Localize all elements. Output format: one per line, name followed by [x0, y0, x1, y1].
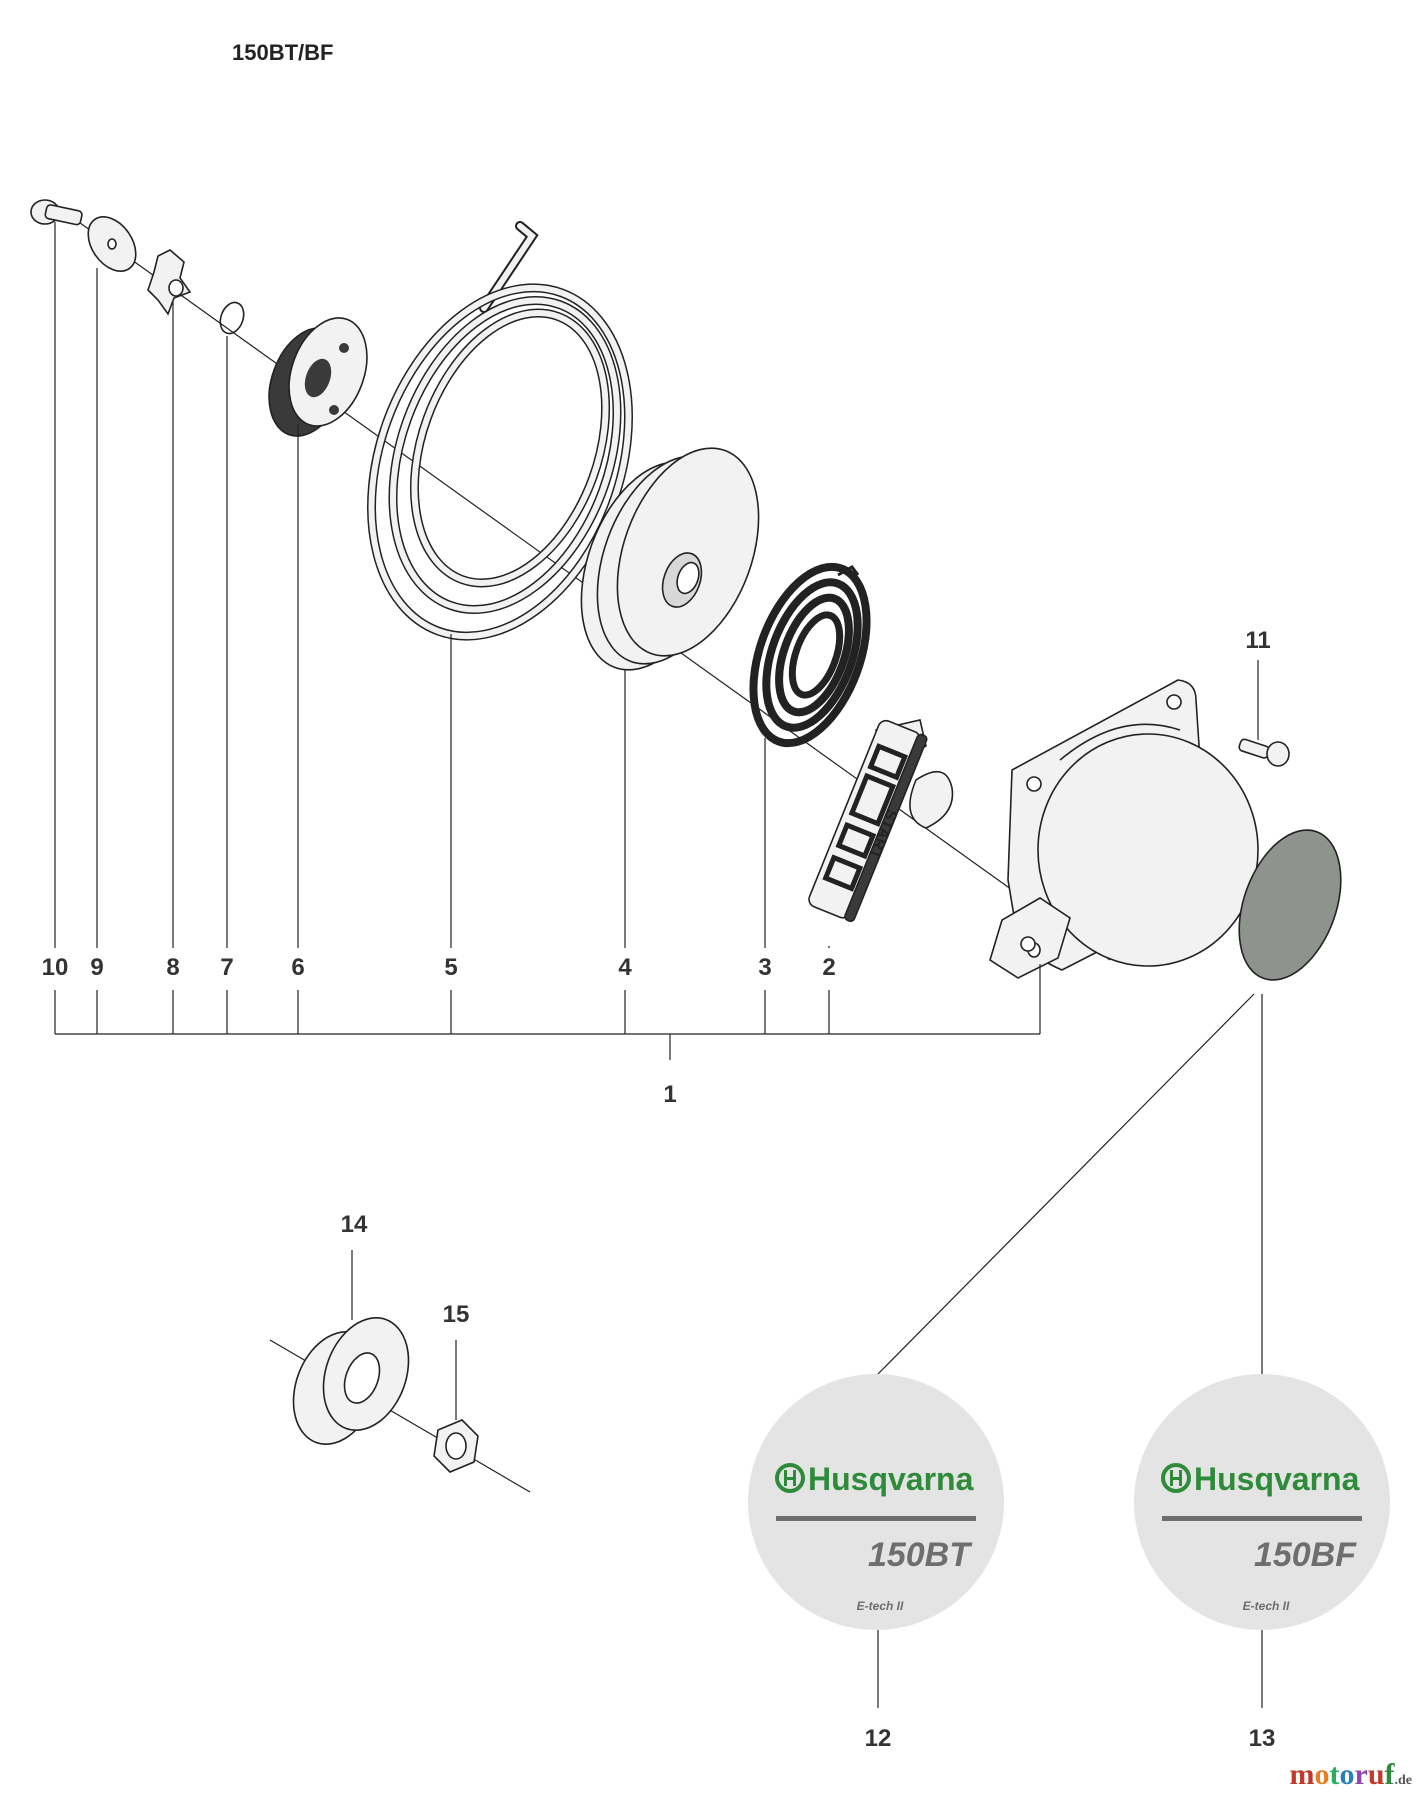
watermark-tld: .de [1394, 1773, 1413, 1788]
leader-lines [54, 222, 1263, 1708]
callout-7: 7 [220, 954, 233, 981]
watermark-name: motoruf [1289, 1758, 1395, 1791]
callout-8: 8 [166, 954, 179, 981]
decal-model: 150BT [868, 1536, 973, 1574]
callout-3: 3 [758, 954, 771, 981]
callout-2: 2 [822, 954, 835, 981]
husqvarna-logo-icon [1161, 1463, 1191, 1493]
part-14-coupling[interactable] [269, 1306, 531, 1493]
callout-9: 9 [90, 954, 103, 981]
callout-numbers: 10 9 8 7 6 5 4 3 2 1 11 14 15 12 13 [42, 627, 1276, 1752]
decal-brand: Husqvarna [808, 1461, 974, 1497]
diagram-title: 150BT/BF [232, 40, 334, 65]
callout-4: 4 [618, 954, 632, 981]
part-2-starter-handle[interactable]: START [807, 718, 954, 923]
decal-150bt[interactable]: Husqvarna 150BT E-tech II [748, 1374, 1004, 1630]
decal-150bf[interactable]: Husqvarna 150BF E-tech II [1134, 1374, 1390, 1630]
callout-1: 1 [663, 1081, 676, 1108]
part-11-screw[interactable] [1238, 738, 1290, 767]
callout-12: 12 [865, 1725, 892, 1752]
callout-6: 6 [291, 954, 304, 981]
callout-5: 5 [444, 954, 457, 981]
callout-10: 10 [42, 954, 69, 981]
decal-brand: Husqvarna [1194, 1461, 1360, 1497]
callout-11: 11 [1245, 627, 1270, 654]
part-6-carrier[interactable] [255, 307, 381, 447]
decal-model: 150BF [1254, 1536, 1357, 1574]
part-8-clip[interactable] [147, 249, 192, 316]
part-7-ring[interactable] [216, 299, 248, 337]
part-10-pin[interactable] [30, 199, 83, 226]
cap-disc[interactable] [1220, 816, 1360, 994]
part-9-washer[interactable] [78, 208, 145, 280]
watermark: motoruf.de [1289, 1758, 1412, 1792]
part-4-pulley[interactable] [555, 429, 785, 690]
starter-housing[interactable] [989, 679, 1259, 979]
part-3-recoil-spring[interactable] [732, 551, 889, 758]
part-15-nut[interactable] [433, 1419, 479, 1473]
decal-sub: E-tech II [857, 1599, 904, 1613]
husqvarna-logo-icon [775, 1463, 805, 1493]
callout-13: 13 [1249, 1725, 1276, 1752]
decal-sub: E-tech II [1243, 1599, 1290, 1613]
callout-14: 14 [341, 1211, 368, 1238]
callout-15: 15 [443, 1301, 470, 1328]
